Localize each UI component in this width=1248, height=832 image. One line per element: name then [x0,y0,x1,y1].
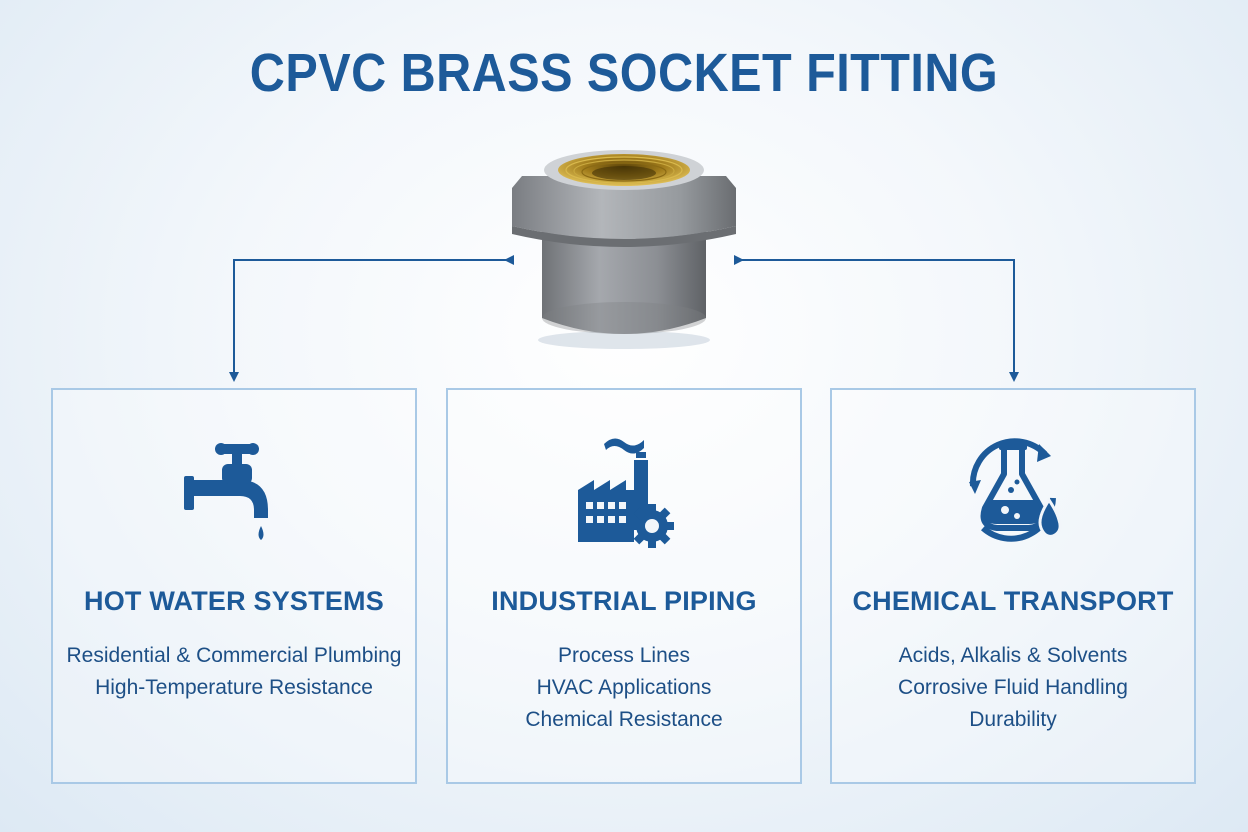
card-items: Process Lines HVAC Applications Chemical… [448,640,800,736]
list-item: Residential & Commercial Plumbing [66,644,402,667]
page-title: CPVC BRASS SOCKET FITTING [249,43,999,103]
faucet-icon [184,443,268,540]
list-item: HVAC Applications [536,676,712,699]
cpvc-brass-socket-fitting [512,150,736,349]
card-title: CHEMICAL TRANSPORT [852,586,1174,616]
card-industrial-piping: INDUSTRIAL PIPING Process Lines HVAC App… [446,388,802,784]
card-hot-water-systems: HOT WATER SYSTEMS Residential & Commerci… [51,388,417,784]
list-item: Corrosive Fluid Handling [898,676,1128,699]
right-connector-arrow [734,255,1019,382]
factory-gear-icon [578,438,674,548]
list-item: Process Lines [558,644,690,667]
list-item: Acids, Alkalis & Solvents [898,644,1128,667]
left-connector-arrow [229,255,514,382]
card-title: HOT WATER SYSTEMS [84,586,384,616]
card-items: Acids, Alkalis & Solvents Corrosive Flui… [832,640,1194,736]
list-item: High-Temperature Resistance [95,676,373,699]
list-item: Chemical Resistance [525,708,723,731]
card-title: INDUSTRIAL PIPING [491,586,757,616]
card-items: Residential & Commercial Plumbing High-T… [53,640,415,704]
card-chemical-transport: CHEMICAL TRANSPORT Acids, Alkalis & Solv… [830,388,1196,784]
chemical-flask-icon [969,438,1062,542]
list-item: Durability [969,708,1057,731]
